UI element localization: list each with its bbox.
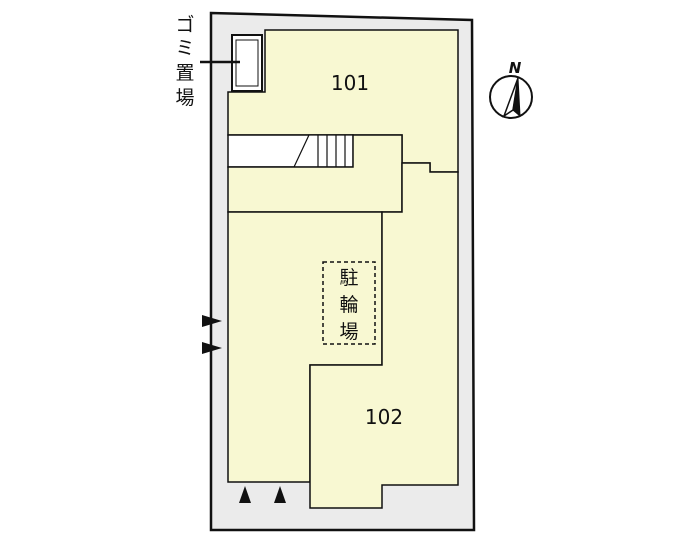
garbage-label-char: 場 — [175, 87, 194, 109]
bicycle-parking-box — [322, 261, 376, 345]
staircase-tread-lines — [317, 135, 346, 167]
entrance-arrow-icon — [274, 486, 286, 503]
garbage-area-label: ゴ ミ 置 場 — [175, 14, 194, 109]
bicycle-parking-label: 駐 輪 場 — [339, 267, 358, 343]
entrance-arrow-icon — [239, 486, 251, 503]
bicycle-label-char: 駐 — [339, 267, 358, 289]
unit-102-label: 102 — [365, 405, 403, 429]
bicycle-label-char: 場 — [339, 321, 358, 343]
compass-letter: N — [509, 59, 522, 77]
garbage-label-char: 置 — [175, 62, 194, 84]
bicycle-label-char: 輪 — [339, 294, 358, 316]
garbage-label-char: ゴ — [175, 14, 194, 36]
compass-north-icon: N — [489, 59, 533, 119]
entrance-arrow-icon — [202, 315, 222, 327]
unit-102-area — [309, 162, 459, 509]
entrance-arrow-icon — [202, 342, 222, 354]
garbage-label-char: ミ — [175, 37, 194, 59]
unit-101-label: 101 — [331, 71, 369, 95]
